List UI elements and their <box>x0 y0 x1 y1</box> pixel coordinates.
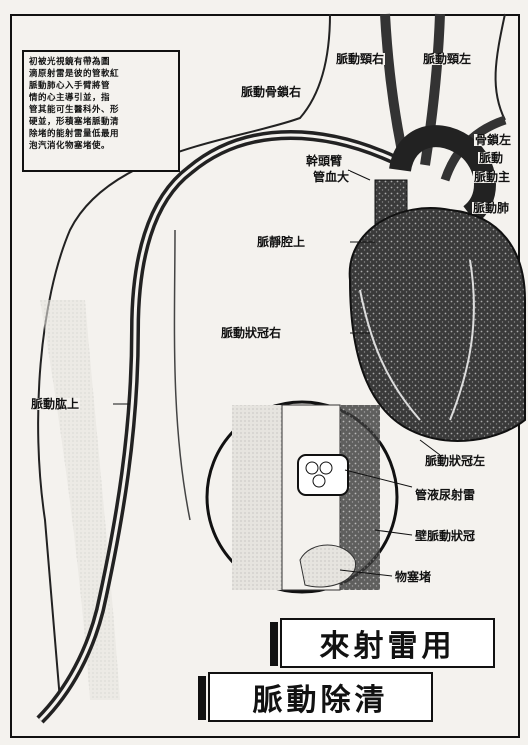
label-left-carotid: 脈動頸左 <box>422 53 472 65</box>
label-right-carotid: 脈動頸右 <box>335 53 385 65</box>
label-brachiocephalic-1: 幹頭臂 <box>305 155 343 167</box>
headline-line-1: 來射雷用 <box>280 618 495 668</box>
label-pulmonary-artery: 脈動肺 <box>472 202 510 214</box>
label-brachiocephalic-2: 管血大 <box>312 171 350 183</box>
torso-outline <box>496 14 505 120</box>
caption-line: 初被光視鏡有帶為圖 <box>29 56 173 68</box>
label-superior-vena-cava: 脈靜腔上 <box>256 236 306 248</box>
caption-line: 硬並，形積塞堵脈動清 <box>29 116 173 128</box>
label-left-subclavian-2: 脈動 <box>478 152 504 164</box>
label-vessel-wall: 壁脈動狀冠 <box>414 530 476 542</box>
caption-line: 脈動肺心入手臂將管 <box>29 80 173 92</box>
caption-line: 泡汽消化物塞堵使。 <box>29 140 173 152</box>
label-right-coronary: 脈動狀冠右 <box>220 327 282 339</box>
caption-line: 管其能可生醫科外、形 <box>29 104 173 116</box>
title-bar-accent <box>270 622 278 666</box>
label-plaque: 物塞堵 <box>394 571 432 583</box>
label-aorta: 脈動主 <box>473 171 511 183</box>
label-laser-catheter: 管液尿射雷 <box>414 489 476 501</box>
caption-line: 除堵的能射雷量低最用 <box>29 128 173 140</box>
label-brachial-artery: 脈動肱上 <box>30 398 80 410</box>
label-left-subclavian-1: 骨鎖左 <box>474 134 512 146</box>
title-bar-accent <box>198 676 206 720</box>
headline-line-2: 脈動除清 <box>208 672 433 722</box>
label-right-subclavian: 脈動骨鎖右 <box>240 86 302 98</box>
caption-line: 滴原射雷是彼的管軟紅 <box>29 68 173 80</box>
artery-wall-left <box>232 405 282 590</box>
caption-box: 初被光視鏡有帶為圖 滴原射雷是彼的管軟紅 脈動肺心入手臂將管 情的心主導引並，指… <box>22 50 180 172</box>
laser-catheter <box>298 455 348 495</box>
caption-line: 情的心主導引並，指 <box>29 92 173 104</box>
label-left-coronary: 脈動狀冠左 <box>424 455 486 467</box>
arm-inner-outline <box>174 230 190 520</box>
arm-shading <box>40 300 120 700</box>
